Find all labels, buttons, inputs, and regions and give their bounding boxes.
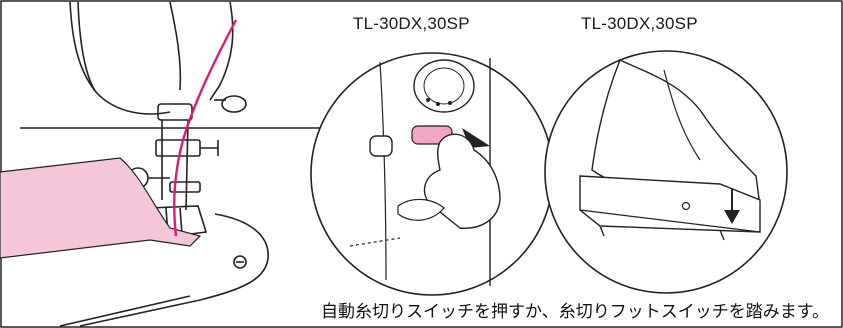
instruction-caption: 自動糸切りスイッチを押すか、糸切りフットスイッチを踏みます。 bbox=[321, 302, 829, 322]
machine-head-illustration bbox=[20, 1, 320, 327]
model-label-right: TL-30DX,30SP bbox=[581, 14, 698, 33]
fabric-illustration bbox=[0, 157, 202, 259]
foot-switch-illustration bbox=[544, 50, 788, 294]
model-label-left: TL-30DX,30SP bbox=[353, 14, 470, 33]
thread-illustration bbox=[173, 19, 238, 237]
thread-cut-switch-illustration bbox=[310, 52, 554, 296]
